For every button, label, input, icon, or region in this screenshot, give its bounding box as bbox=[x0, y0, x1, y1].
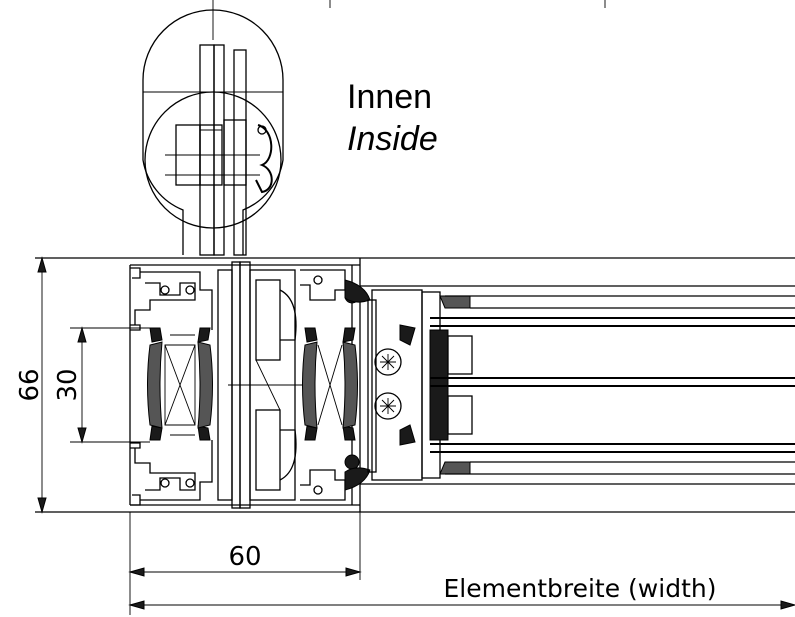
inside-label-de: Innen bbox=[347, 78, 432, 116]
glazing-unit bbox=[360, 285, 795, 485]
dim-height-total: 66 bbox=[15, 368, 45, 401]
dim-height-inner: 30 bbox=[53, 368, 83, 401]
dim-element-width: Elementbreite (width) bbox=[444, 574, 717, 603]
right-frame-profile bbox=[300, 269, 371, 501]
sash-profile bbox=[217, 261, 305, 509]
dimension-lines bbox=[37, 256, 795, 615]
inside-label-en: Inside bbox=[347, 120, 438, 158]
handle-assembly bbox=[142, 0, 606, 256]
left-frame-profile bbox=[130, 267, 213, 506]
dim-profile-width: 60 bbox=[228, 542, 261, 572]
